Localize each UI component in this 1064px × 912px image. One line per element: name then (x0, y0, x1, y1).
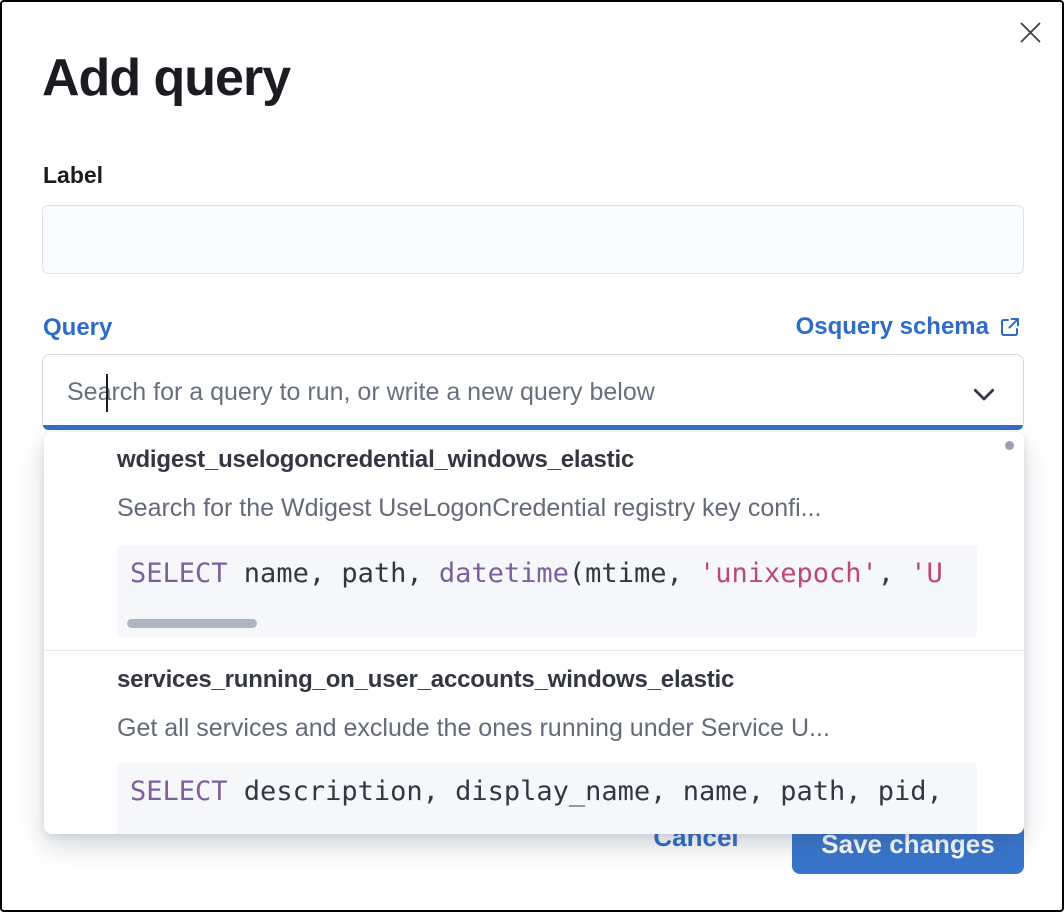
query-option-wdigest[interactable]: wdigest_uselogoncredential_windows_elast… (44, 432, 1024, 650)
panel-scrollbar-thumb[interactable] (1005, 441, 1014, 450)
sql-code: SELECT description, display_name, name, … (130, 776, 943, 807)
query-combobox[interactable] (42, 354, 1024, 430)
sql-token: SELECT (130, 776, 228, 807)
sql-token: name, path, (227, 558, 439, 589)
sql-code: SELECT name, path, datetime(mtime, 'unix… (130, 558, 943, 589)
code-hscrollbar-thumb[interactable] (127, 619, 257, 628)
sql-token: , (877, 558, 911, 589)
query-search-input[interactable] (67, 355, 947, 429)
sql-token: 'U (910, 558, 943, 589)
label-input[interactable] (42, 205, 1024, 274)
close-icon (1020, 22, 1040, 42)
option-code-block: SELECT description, display_name, name, … (117, 763, 977, 834)
label-field-label: Label (43, 162, 104, 188)
osquery-schema-link[interactable]: Osquery schema (796, 313, 1022, 341)
sql-token: (mtime, (568, 558, 699, 589)
option-title: wdigest_uselogoncredential_windows_elast… (117, 446, 635, 473)
sql-token: SELECT (130, 558, 228, 589)
query-field-label: Query (43, 314, 113, 341)
modal-title: Add query (42, 49, 291, 107)
osquery-schema-link-label: Osquery schema (795, 313, 989, 340)
external-link-icon (1001, 318, 1019, 336)
close-button[interactable] (1012, 14, 1048, 50)
query-suggestions-panel: wdigest_uselogoncredential_windows_elast… (44, 432, 1024, 834)
option-description: Search for the Wdigest UseLogonCredentia… (117, 494, 822, 522)
query-option-services[interactable]: services_running_on_user_accounts_window… (44, 651, 1024, 834)
chevron-down-icon[interactable] (969, 379, 999, 409)
option-divider (44, 650, 1024, 651)
sql-token: datetime (438, 558, 569, 589)
option-code-block: SELECT name, path, datetime(mtime, 'unix… (117, 545, 977, 637)
text-caret (106, 374, 108, 412)
option-title: services_running_on_user_accounts_window… (117, 666, 735, 693)
option-description: Get all services and exclude the ones ru… (117, 714, 830, 742)
sql-token: 'unixepoch' (698, 558, 878, 589)
sql-token: description, display_name, name, path, p… (227, 776, 943, 807)
